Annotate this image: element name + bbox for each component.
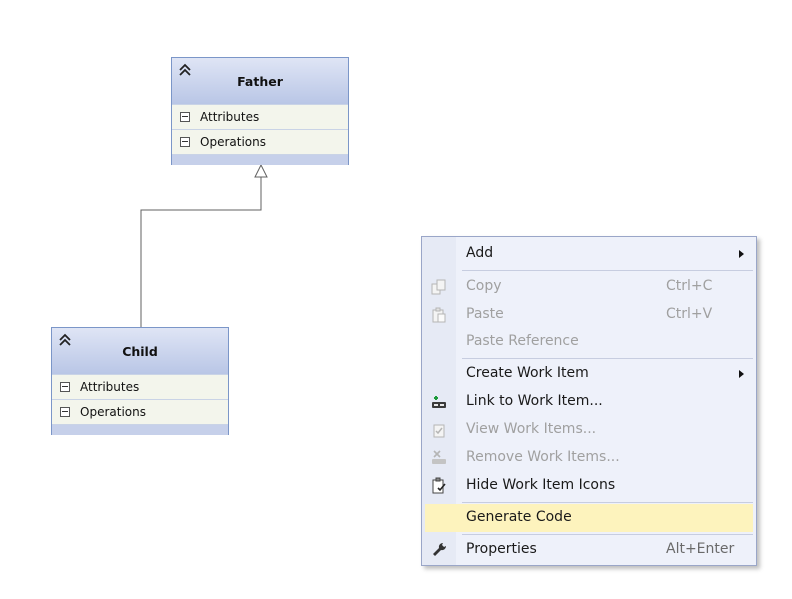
menu-item-shortcut: Alt+Enter xyxy=(666,541,735,557)
compartment-label: Attributes xyxy=(200,110,260,124)
menu-item-view-work-items[interactable]: View Work Items... xyxy=(422,416,756,444)
compartment-operations[interactable]: Operations xyxy=(52,399,228,424)
menu-item-shortcut: Ctrl+V xyxy=(666,306,713,322)
compartment-attributes[interactable]: Attributes xyxy=(172,104,348,129)
menu-separator xyxy=(462,270,753,271)
submenu-arrow-icon xyxy=(739,370,744,378)
collapse-minus-icon[interactable] xyxy=(60,382,70,392)
menu-item-label: Properties xyxy=(466,541,537,557)
menu-item-label: Create Work Item xyxy=(466,365,589,381)
collapse-chevron-icon[interactable] xyxy=(178,63,192,77)
collapse-minus-icon[interactable] xyxy=(180,112,190,122)
menu-item-hide-work-item-icons[interactable]: Hide Work Item Icons xyxy=(422,472,756,500)
wrench-icon xyxy=(433,542,447,556)
menu-item-link-to-work-item[interactable]: Link to Work Item... xyxy=(422,388,756,416)
menu-item-label: Hide Work Item Icons xyxy=(466,477,616,493)
class-footer xyxy=(172,154,348,165)
menu-item-label: Remove Work Items... xyxy=(466,449,620,465)
class-header[interactable]: Child xyxy=(52,328,228,374)
collapse-minus-icon[interactable] xyxy=(60,407,70,417)
paste-icon xyxy=(432,307,446,323)
class-child[interactable]: Child Attributes Operations xyxy=(51,327,229,435)
menu-item-shortcut: Ctrl+C xyxy=(666,278,713,294)
compartment-attributes[interactable]: Attributes xyxy=(52,374,228,399)
copy-icon xyxy=(431,279,446,295)
menu-item-generate-code[interactable]: Generate Code xyxy=(425,504,753,532)
compartment-label: Operations xyxy=(80,405,146,419)
remove-work-items-icon xyxy=(432,450,446,464)
compartment-operations[interactable]: Operations xyxy=(172,129,348,154)
menu-item-label: Link to Work Item... xyxy=(466,393,603,409)
menu-item-create-work-item[interactable]: Create Work Item xyxy=(422,360,756,388)
menu-item-label: Copy xyxy=(466,278,502,294)
menu-separator xyxy=(462,502,753,503)
menu-item-label: Paste Reference xyxy=(466,333,579,349)
view-work-items-icon xyxy=(433,424,445,438)
menu-item-copy[interactable]: Copy Ctrl+C xyxy=(422,273,756,301)
context-menu[interactable]: Add Copy Ctrl+C Paste Ctrl+V Paste Refer… xyxy=(421,236,757,566)
compartment-label: Attributes xyxy=(80,380,140,394)
compartment-label: Operations xyxy=(200,135,266,149)
menu-separator xyxy=(462,358,753,359)
menu-item-label: Paste xyxy=(466,306,504,322)
menu-item-paste-reference[interactable]: Paste Reference xyxy=(422,328,756,356)
menu-item-label: View Work Items... xyxy=(466,421,597,437)
menu-separator xyxy=(462,534,753,535)
class-name: Child xyxy=(122,344,158,359)
menu-item-paste[interactable]: Paste Ctrl+V xyxy=(422,301,756,329)
class-footer xyxy=(52,424,228,435)
collapse-minus-icon[interactable] xyxy=(180,137,190,147)
submenu-arrow-icon xyxy=(739,250,744,258)
class-name: Father xyxy=(237,74,283,89)
menu-item-add[interactable]: Add xyxy=(422,240,756,268)
menu-item-properties[interactable]: Properties Alt+Enter xyxy=(422,536,756,564)
menu-item-label: Add xyxy=(466,245,494,261)
class-header[interactable]: Father xyxy=(172,58,348,104)
link-work-item-icon xyxy=(432,396,446,408)
hide-work-item-icons-icon xyxy=(432,477,446,494)
menu-item-label: Generate Code xyxy=(466,509,572,525)
collapse-chevron-icon[interactable] xyxy=(58,333,72,347)
menu-item-remove-work-items[interactable]: Remove Work Items... xyxy=(422,444,756,472)
inheritance-arrowhead xyxy=(254,163,268,178)
class-father[interactable]: Father Attributes Operations xyxy=(171,57,349,165)
